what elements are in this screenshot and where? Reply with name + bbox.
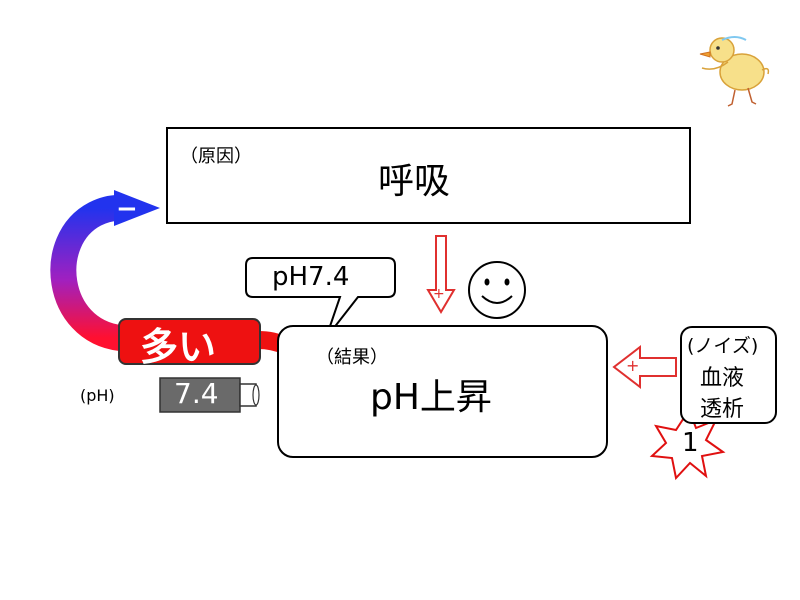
noise-line1: (ノイズ) [687, 335, 759, 357]
burst-number: 1 [682, 428, 699, 458]
result-title: pH上昇 [370, 377, 492, 418]
cause-box [166, 127, 691, 224]
cause-title: 呼吸 [378, 161, 451, 202]
noise-line2: 血液 [700, 366, 745, 391]
noise-line3: 透析 [700, 397, 745, 422]
duck-illustration [699, 36, 770, 107]
battery-icon [159, 377, 260, 413]
red-left-arrow [612, 344, 677, 390]
smiley-face-icon [468, 261, 526, 319]
many-label-box [118, 318, 261, 365]
callout-text: pH7.4 [272, 262, 350, 292]
battery-value: 7.4 [174, 377, 219, 410]
result-box [277, 325, 608, 458]
ph-label: (pH) [80, 386, 115, 405]
red-down-arrow [426, 235, 456, 314]
callout-bubble [245, 257, 396, 339]
plus-sign-left: + [626, 356, 640, 375]
feedback-curve-arrow [50, 190, 160, 351]
result-tag: （結果） [316, 347, 388, 368]
minus-sign: − [116, 194, 138, 224]
plus-sign-down: + [433, 286, 445, 302]
cause-tag: （原因） [180, 146, 252, 167]
burst-star [649, 407, 726, 481]
noise-box [680, 326, 777, 424]
many-label: 多い [140, 325, 217, 369]
